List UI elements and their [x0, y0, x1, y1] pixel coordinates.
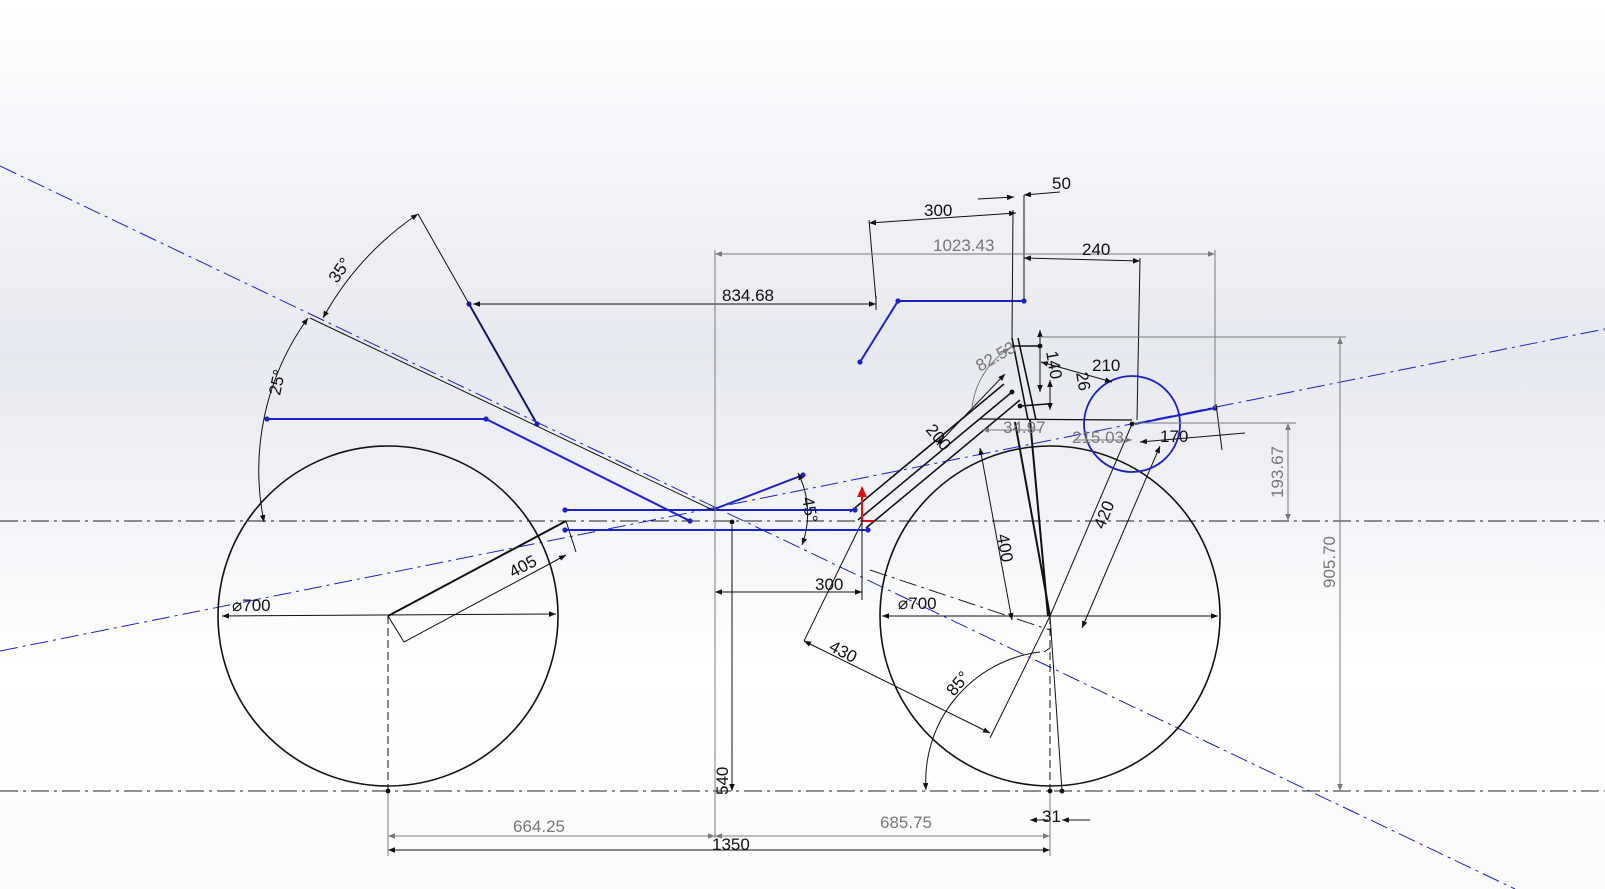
dim-horizontal-300[interactable]: 300 [815, 575, 843, 594]
dim-rear-664-25[interactable]: 664.25 [513, 817, 565, 836]
dim-angle-82-53[interactable]: 82.53 [973, 338, 1019, 376]
dim-handle-210[interactable]: 210 [1092, 356, 1120, 375]
dim-head-offset-50[interactable]: 50 [1052, 174, 1071, 193]
dim-offset-26[interactable]: 26 [1072, 370, 1094, 392]
blue-construction-lines [0, 165, 1605, 889]
dim-front-400[interactable]: 400 [993, 532, 1017, 563]
dim-height-140[interactable]: 140 [1042, 349, 1066, 380]
steering-axis-line[interactable] [0, 165, 1516, 889]
dim-angle-25[interactable]: 25° [265, 368, 289, 397]
dim-angle-85[interactable]: 85° [943, 668, 974, 700]
horizontal-centerlines [0, 520, 1605, 792]
dim-reach-240[interactable]: 240 [1082, 240, 1110, 259]
front-wheel[interactable] [803, 421, 1221, 792]
dim-gray-215-03[interactable]: 215.03 [1072, 428, 1124, 447]
origin-marker[interactable] [857, 486, 874, 522]
front-axis-diagonal[interactable] [869, 569, 1051, 631]
dim-fork-430[interactable]: 430 [826, 637, 860, 667]
rear-wheel[interactable] [217, 445, 577, 791]
dim-angle-35[interactable]: 35° [325, 254, 355, 286]
dim-gray-193-67[interactable]: 193.67 [1268, 446, 1287, 498]
dim-handle-170[interactable]: 170 [1160, 427, 1188, 446]
dim-front-diameter[interactable]: ⌀700 [898, 594, 937, 613]
dim-top-horizontal[interactable]: 834.68 [722, 286, 774, 305]
dim-overall-span[interactable]: 1023.43 [933, 236, 994, 255]
dim-rear-diameter[interactable]: ⌀700 [232, 596, 271, 615]
vertex-points [385, 343, 1135, 794]
dim-front-685-75[interactable]: 685.75 [880, 813, 932, 832]
dim-gray-34-97[interactable]: 34.97 [1003, 418, 1046, 437]
blue-geometry[interactable] [267, 300, 1216, 531]
sketch-points [264, 298, 1218, 533]
driven-dimension-labels: 1023.43 82.53 34.97 215.03 193.67 905.70… [513, 236, 1339, 836]
dim-angle-45[interactable]: 45° [798, 495, 821, 524]
dimension-lines [258, 191, 1246, 823]
dim-trail-31[interactable]: 31 [1042, 807, 1061, 826]
dim-vertical-540[interactable]: 540 [713, 767, 732, 795]
dimension-labels: ⌀700 ⌀700 405 25° 35° 834.68 300 50 240 … [232, 174, 1188, 854]
dim-front-420[interactable]: 420 [1090, 498, 1118, 531]
dim-rear-spoke[interactable]: 405 [506, 551, 540, 581]
dim-seat-300[interactable]: 300 [924, 201, 952, 220]
dim-frame-200[interactable]: 200 [922, 420, 955, 454]
dim-height-905-70[interactable]: 905.70 [1320, 536, 1339, 588]
driven-dimension-lines [387, 250, 1346, 856]
dim-wheelbase-1350[interactable]: 1350 [712, 835, 750, 854]
